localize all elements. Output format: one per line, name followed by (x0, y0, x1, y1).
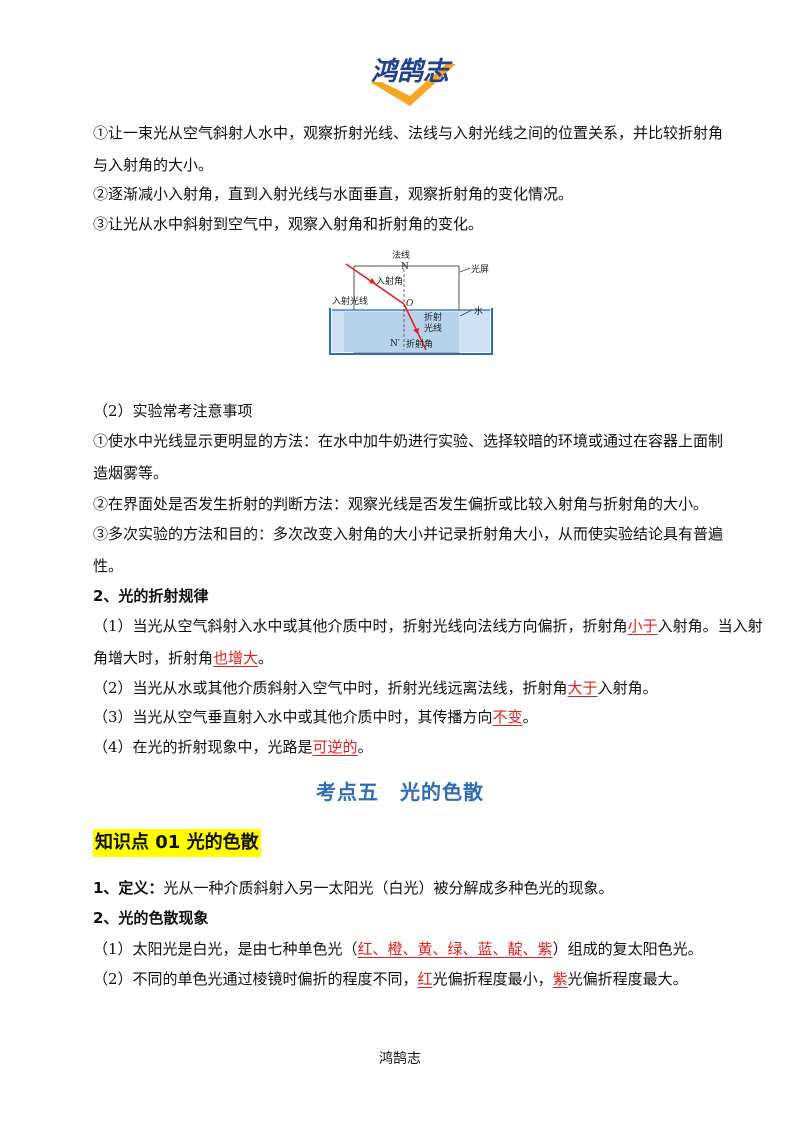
svg-text:入射角: 入射角 (376, 275, 403, 287)
note-2: ②在界面处是否发生折射的判断方法：观察光线是否发生偏折或比较入射角与折射角的大小… (93, 495, 709, 513)
svg-text:折射: 折射 (424, 311, 442, 323)
note-1-line-2: 造烟雾等。 (93, 464, 169, 482)
law-rule-3: （3）当光从空气垂直射入水中或其他介质中时，其传播方向不变。 (93, 708, 538, 726)
refraction-diagram: 法线 N 光屏 入射角 入射光线 O 水 折射 光线 N′ 折射角 (329, 249, 493, 355)
svg-text:折射角: 折射角 (406, 338, 433, 350)
svg-text:水: 水 (474, 305, 483, 317)
note-1-line-1: ①使水中光线显示更明显的方法：在水中加牛奶进行实验、选择较暗的环境或通过在容器上… (93, 432, 724, 450)
svg-text:O: O (406, 299, 414, 309)
definition: 1、定义：光从一种介质斜射入另一太阳光（白光）被分解成多种色光的现象。 (93, 879, 614, 897)
step-1-line-2: 与入射角的大小。 (93, 156, 214, 174)
step-2: ②逐渐减小入射角，直到入射光线与水面垂直，观察折射角的变化情况。 (93, 185, 574, 203)
brand-logo: 鸿鹄志 (370, 57, 456, 106)
law-rule-1-line-2: 角增大时，折射角也增大。 (93, 649, 274, 667)
svg-text:光线: 光线 (424, 322, 442, 334)
phenomenon-title: 2、光的色散现象 (93, 909, 209, 927)
step-1-line-1: ①让一束光从空气斜射人水中，观察折射光线、法线与入射光线之间的位置关系，并比较折… (93, 124, 724, 142)
phenomenon-2: （2）不同的单色光通过棱镜时偏折的程度不同，红光偏折程度最小，紫光偏折程度最大。 (93, 970, 688, 988)
page-footer: 鸿鹄志 (379, 1051, 421, 1067)
note-3-line-2: 性。 (93, 557, 124, 575)
svg-text:鸿鹄志: 鸿鹄志 (371, 57, 453, 87)
svg-text:N′: N′ (390, 339, 400, 349)
svg-text:法线: 法线 (392, 249, 410, 261)
note-3-line-1: ③多次实验的方法和目的：多次改变入射角的大小并记录折射角大小，从而使实验结论具有… (93, 525, 724, 543)
law-rule-4: （4）在光的折射现象中，光路是可逆的。 (93, 738, 373, 756)
phenomenon-1: （1）太阳光是白光，是由七种单色光（红、橙、黄、绿、蓝、靛、紫）组成的复太阳色光… (93, 940, 703, 958)
law-rule-1-line-1: （1）当光从空气斜射入水中或其他介质中时，折射光线向法线方向偏折，折射角小于入射… (93, 617, 763, 635)
svg-text:光屏: 光屏 (471, 263, 489, 275)
step-3: ③让光从水中斜射到空气中，观察入射角和折射角的变化。 (93, 215, 484, 233)
law-rule-2: （2）当光从水或其他介质斜射入空气中时，折射光线远离法线，折射角大于入射角。 (93, 679, 658, 697)
section-title: 考点五 光的色散 (316, 780, 484, 804)
svg-text:N: N (401, 262, 409, 272)
notes-title: （2）实验常考注意事项 (93, 402, 253, 420)
svg-text:入射光线: 入射光线 (332, 295, 368, 307)
law-title: 2、光的折射规律 (93, 587, 209, 605)
knowledge-point-title: 知识点 01 光的色散 (93, 829, 261, 857)
